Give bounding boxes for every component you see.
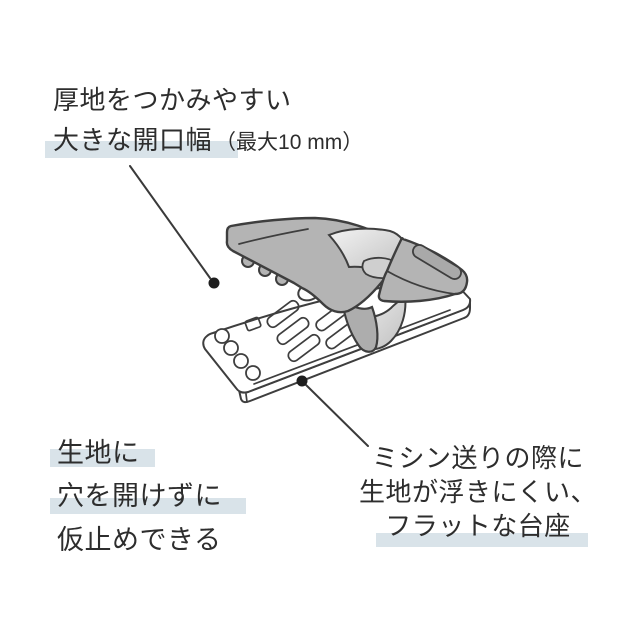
highlight-flat-base — [376, 533, 588, 547]
clip-right-clamp — [377, 237, 469, 303]
callout-dot-opening — [208, 277, 220, 289]
annotation-bottom-left-line3: 仮止めできる — [57, 525, 222, 555]
callout-dot-base — [296, 375, 308, 387]
annotation-bottom-right-line3: フラットな台座 — [385, 511, 571, 541]
leader-line-base — [301, 380, 369, 447]
annotation-top-line2-sub: （最大10 mm） — [215, 131, 364, 154]
highlight-opening-width — [45, 141, 238, 158]
clip-lower-jaw — [340, 296, 379, 353]
leader-line-opening — [129, 165, 211, 279]
highlight-no-holes — [50, 498, 246, 514]
clip-handle-ridge — [238, 228, 309, 245]
annotation-bottom-right-line1: ミシン送りの際に — [371, 443, 584, 473]
clip-right-clamp-slot — [412, 244, 462, 280]
highlight-fabric — [50, 449, 155, 467]
annotation-bottom-right: ミシン送りの際に 生地が浮きにくい、 フラットな台座 — [352, 443, 604, 545]
annotation-top-line2: 大きな開口幅 （最大10 mm） — [53, 120, 363, 157]
clip-right-clamp-edge — [386, 270, 456, 295]
annotation-bottom-left-line1: 生地に — [57, 438, 140, 468]
annotation-bottom-left-line2: 穴を開けずに — [57, 481, 222, 511]
annotation-top-line2-main: 大きな開口幅 — [53, 125, 213, 155]
clip-base-holes — [214, 328, 261, 381]
callout-leaders — [129, 165, 369, 447]
annotation-top-line1: 厚地をつかみやすい — [53, 85, 292, 115]
annotation-bottom-right-line2: 生地が浮きにくい、 — [359, 477, 597, 507]
